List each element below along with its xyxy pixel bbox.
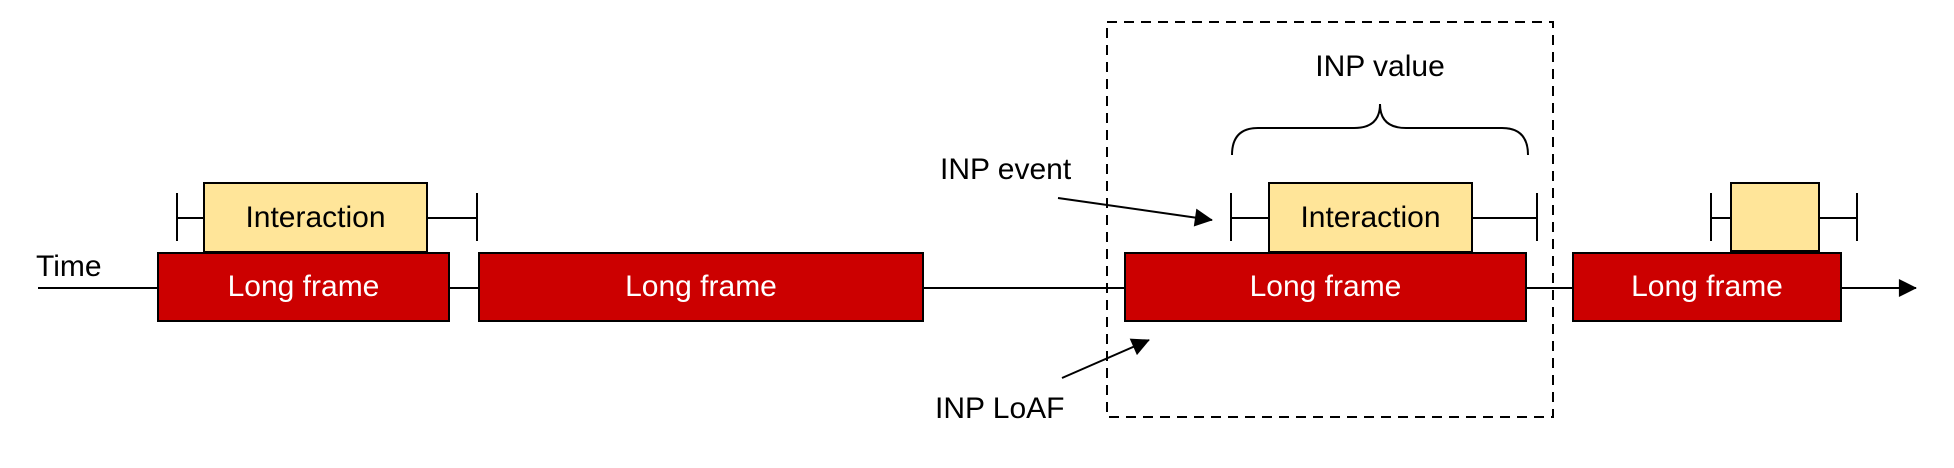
- inp-value-label: INP value: [1315, 50, 1445, 83]
- long-frame-label: Long frame: [227, 270, 380, 303]
- long-frame-label: Long frame: [1631, 270, 1783, 303]
- long-frame-box: Long frame: [478, 252, 924, 322]
- interaction-box-small: [1730, 182, 1820, 252]
- inp-event-arrow: [1057, 197, 1213, 227]
- time-axis-label: Time: [36, 250, 102, 283]
- inp-loaf-arrow: [1061, 338, 1150, 379]
- inp-loaf-label: INP LoAF: [935, 392, 1065, 425]
- long-frame-box: Long frame: [157, 252, 450, 322]
- interaction-label: Interaction: [1300, 200, 1441, 234]
- interaction-label: Interaction: [245, 200, 386, 234]
- inp-value-brace: [1231, 103, 1529, 156]
- long-frame-label: Long frame: [1249, 270, 1402, 303]
- long-frame-label: Long frame: [625, 270, 777, 303]
- inp-event-label: INP event: [940, 153, 1072, 186]
- interaction-box: Interaction: [203, 182, 428, 253]
- inp-loaf-dashed-outline: [1106, 21, 1554, 418]
- long-frame-box: Long frame: [1572, 252, 1842, 322]
- interaction-box-inp: Interaction: [1268, 182, 1473, 253]
- long-frame-box-inp-loaf: Long frame: [1124, 252, 1527, 322]
